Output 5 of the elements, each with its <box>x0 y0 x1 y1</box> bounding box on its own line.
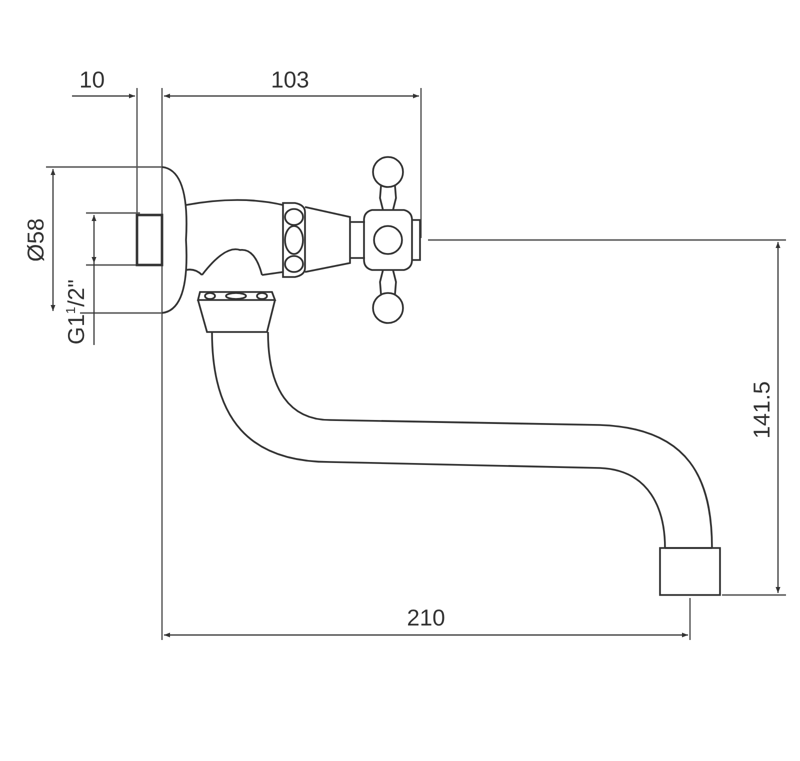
dimension-label: Ø58 <box>24 218 48 262</box>
dimension-label: 141.5 <box>750 381 774 439</box>
dimension-label: 10 <box>79 68 105 92</box>
dimension-label: 103 <box>270 68 310 92</box>
dimension-label: 210 <box>406 606 446 630</box>
